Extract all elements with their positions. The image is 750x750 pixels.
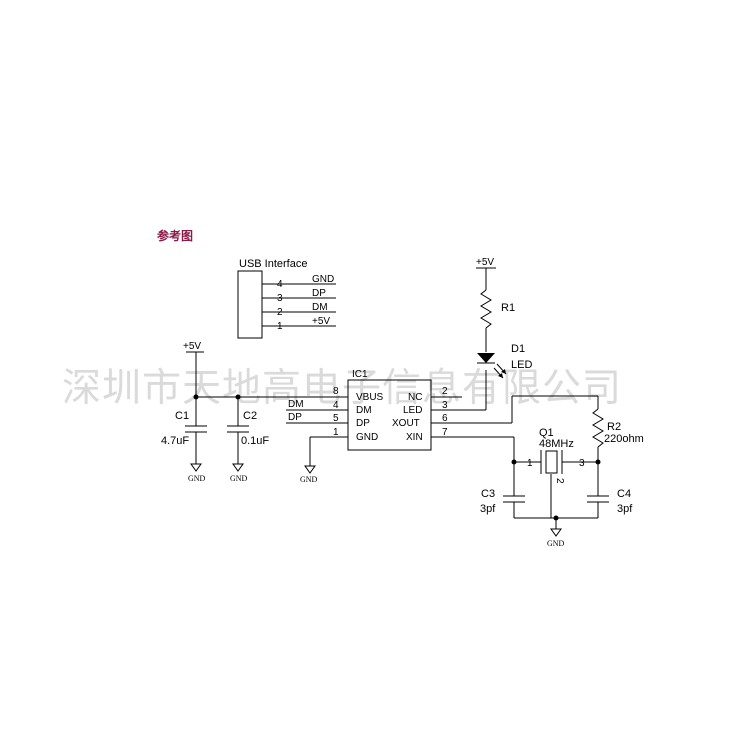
junction-dot — [553, 515, 559, 521]
net-label-dm: DM — [288, 399, 304, 410]
ic1-pin-name: GND — [356, 432, 378, 443]
junction-dot — [595, 459, 601, 465]
c3-value: 3pf — [480, 503, 496, 515]
ic1-pin-num: 4 — [333, 400, 339, 411]
usb-pin-name: GND — [312, 274, 334, 285]
q1-pin-2: 2 — [554, 478, 565, 484]
c4-ref: C4 — [617, 488, 631, 500]
usb-connector-body — [237, 270, 263, 339]
q1-ref: Q1 — [539, 427, 554, 439]
company-watermark: 深圳市天地高电子信息有限公司 — [62, 366, 623, 411]
gnd-label: GND — [188, 474, 206, 483]
ic1-pin-num: 8 — [333, 386, 339, 397]
junction-dot — [235, 394, 241, 400]
ic1-pin-name: DP — [356, 418, 370, 429]
junction-dot — [511, 459, 517, 465]
gnd-label: GND — [547, 539, 565, 548]
d1-value: LED — [511, 359, 532, 371]
c4-value: 3pf — [617, 503, 633, 515]
c2-ref: C2 — [243, 410, 257, 422]
r1-ref: R1 — [501, 302, 515, 314]
ic1-pin-name: DM — [356, 405, 372, 416]
usb-pin-name: +5V — [312, 316, 330, 327]
usb-pin-num: 1 — [277, 321, 283, 332]
gnd-label: GND — [300, 475, 318, 484]
c2-value: 0.1uF — [241, 435, 269, 447]
power-top-label: +5V — [476, 257, 494, 268]
q1-pin-1: 1 — [527, 458, 533, 469]
junction-dot — [193, 394, 199, 400]
r2-ref: R2 — [607, 421, 621, 433]
c1-ground-symbol — [190, 463, 202, 472]
usb-pin-num: 4 — [277, 279, 283, 290]
usb-pin-name: DM — [312, 302, 328, 313]
r2-value: 220ohm — [604, 433, 644, 445]
ic1-pin-name: XOUT — [392, 418, 420, 429]
c3-ref: C3 — [481, 488, 495, 500]
ic1-pin-num: 3 — [442, 400, 448, 411]
usb-pin-num: 3 — [277, 293, 283, 304]
ic1-pin-name: LED — [403, 405, 422, 416]
usb-pin-num: 2 — [277, 307, 283, 318]
ic1-pin-name: NC — [408, 392, 422, 403]
c1-ref: C1 — [175, 410, 189, 422]
q1-value: 48MHz — [539, 438, 574, 450]
r1-resistor — [480, 289, 492, 329]
ic1-pin-num: 5 — [333, 413, 339, 424]
power-left-label: +5V — [183, 341, 201, 352]
ic1-pin-num: 7 — [442, 427, 448, 438]
led-arrow-head-1 — [498, 373, 503, 378]
d1-ref: D1 — [511, 343, 525, 355]
crystal-body — [545, 450, 558, 474]
ic1-pin-num: 6 — [442, 413, 448, 424]
ic1-pin-name: VBUS — [356, 392, 384, 403]
ic-ground-symbol — [304, 465, 316, 474]
ic1-pin-num: 2 — [442, 386, 448, 397]
c2-ground-symbol — [232, 463, 244, 472]
crystal-ground-symbol — [550, 528, 562, 537]
ic1-pin-num: 1 — [333, 427, 339, 438]
q1-pin-3: 3 — [579, 458, 585, 469]
usb-pin-name: DP — [312, 288, 326, 299]
page-heading: 参考图 — [157, 229, 194, 243]
led-arrow-head-2 — [501, 369, 506, 374]
ic1-pin-name: XIN — [406, 432, 423, 443]
ic1-body — [347, 379, 432, 451]
c1-value: 4.7uF — [161, 435, 189, 447]
ic1-ref: IC1 — [352, 369, 368, 380]
led-diode-symbol — [477, 353, 495, 363]
gnd-label: GND — [230, 474, 248, 483]
usb-title: USB Interface — [239, 258, 307, 270]
net-label-dp: DP — [288, 412, 302, 423]
r2-resistor — [592, 408, 604, 448]
